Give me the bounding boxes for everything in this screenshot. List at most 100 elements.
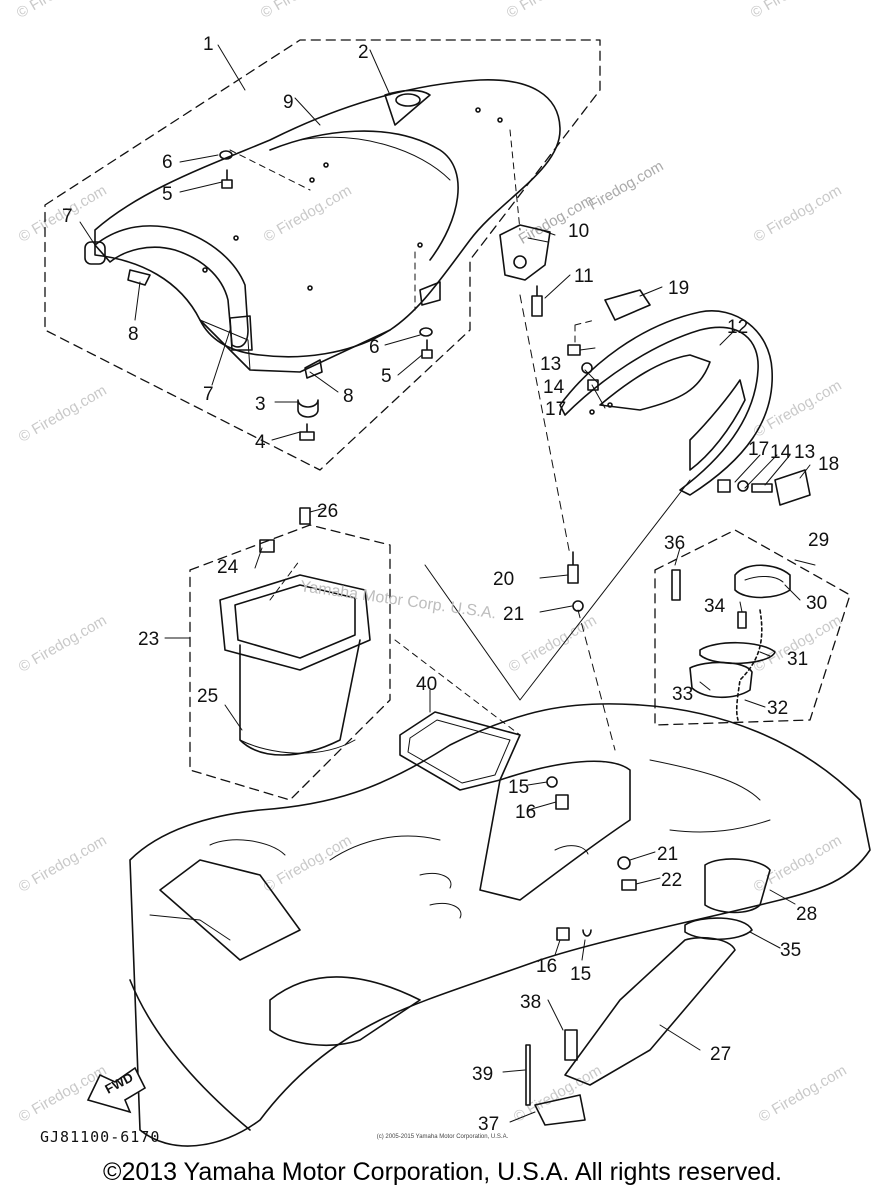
washer-21b bbox=[617, 856, 631, 870]
callout-4: 4 bbox=[255, 432, 266, 453]
callout-33: 33 bbox=[672, 684, 693, 705]
neck-28 bbox=[704, 858, 771, 914]
washer-21 bbox=[572, 600, 584, 612]
bolt-26 bbox=[299, 507, 311, 525]
callout-12: 12 bbox=[727, 317, 748, 338]
callout-28: 28 bbox=[796, 904, 817, 925]
bolt-38 bbox=[564, 1029, 578, 1061]
callout-17: 17 bbox=[748, 439, 769, 460]
callout-1: 1 bbox=[203, 34, 214, 55]
ring-33 bbox=[689, 661, 753, 699]
nut-16b bbox=[556, 927, 570, 941]
screw-36 bbox=[671, 569, 681, 601]
callout-20: 20 bbox=[493, 569, 514, 590]
cap-3 bbox=[297, 399, 319, 418]
callout-16: 16 bbox=[515, 802, 536, 823]
callout-3: 3 bbox=[255, 394, 266, 415]
callout-34: 34 bbox=[704, 596, 726, 617]
callout-40: 40 bbox=[416, 674, 437, 695]
nut-16 bbox=[555, 794, 569, 810]
storage-group-outline bbox=[189, 524, 391, 801]
callout-36: 36 bbox=[664, 533, 685, 554]
callout-6: 6 bbox=[369, 337, 380, 358]
washer-6 bbox=[219, 150, 233, 160]
seat-group-outline bbox=[44, 39, 601, 471]
callout-21: 21 bbox=[657, 844, 678, 865]
copyright-notice: ©2013 Yamaha Motor Corporation, U.S.A. A… bbox=[103, 1158, 782, 1186]
clip-19 bbox=[604, 289, 651, 321]
callout-15: 15 bbox=[570, 964, 591, 985]
washer-6b bbox=[419, 327, 433, 337]
bracket-37 bbox=[534, 1094, 586, 1126]
callout-7: 7 bbox=[203, 384, 214, 405]
callout-25: 25 bbox=[197, 686, 218, 707]
callout-2: 2 bbox=[358, 42, 369, 63]
callout-9: 9 bbox=[283, 92, 294, 113]
bolt-13 bbox=[567, 344, 581, 356]
callout-numbers: 1 2 9 6 5 7 8 7 3 4 8 6 5 10 11 19 12 13… bbox=[62, 34, 839, 1135]
screw-34 bbox=[737, 611, 747, 629]
callout-13: 13 bbox=[540, 354, 561, 375]
callout-14: 14 bbox=[770, 442, 792, 463]
cap-30 bbox=[734, 564, 791, 599]
callout-16: 16 bbox=[536, 956, 557, 977]
callout-35: 35 bbox=[780, 940, 801, 961]
callout-8: 8 bbox=[343, 386, 354, 407]
callout-6: 6 bbox=[162, 152, 173, 173]
callout-13: 13 bbox=[794, 442, 815, 463]
plug-24 bbox=[259, 539, 275, 553]
callout-29: 29 bbox=[808, 530, 829, 551]
hull-deck bbox=[129, 703, 871, 1147]
chain-32 bbox=[735, 609, 763, 721]
callout-10: 10 bbox=[568, 221, 589, 242]
callout-8: 8 bbox=[128, 324, 139, 345]
drawing-code: GJ81100-6170 bbox=[40, 1128, 161, 1146]
callout-23: 23 bbox=[138, 629, 159, 650]
screw-5b bbox=[421, 339, 433, 359]
washer-14 bbox=[581, 362, 593, 374]
washer-35 bbox=[684, 917, 753, 941]
cap-18 bbox=[774, 469, 811, 506]
bolt-11 bbox=[531, 285, 543, 317]
seat-assembly bbox=[84, 79, 561, 379]
clip-15b bbox=[582, 929, 592, 937]
callout-24: 24 bbox=[217, 557, 239, 578]
washer-15 bbox=[546, 776, 558, 788]
forward-arrow: FWD bbox=[86, 1066, 147, 1114]
callout-5: 5 bbox=[381, 366, 392, 387]
screw-4 bbox=[299, 423, 315, 441]
callout-19: 19 bbox=[668, 278, 689, 299]
callout-14: 14 bbox=[543, 377, 565, 398]
callout-15: 15 bbox=[508, 777, 529, 798]
callout-39: 39 bbox=[472, 1064, 493, 1085]
callout-5: 5 bbox=[162, 184, 173, 205]
callout-37: 37 bbox=[478, 1114, 499, 1135]
bracket-10 bbox=[499, 224, 551, 281]
callout-30: 30 bbox=[806, 593, 827, 614]
tiny-copyright: (c) 2005-2015 Yamaha Motor Corporation, … bbox=[376, 1134, 509, 1140]
seat-strap bbox=[94, 225, 249, 348]
storage-box-23 bbox=[219, 574, 371, 756]
bolt-13b bbox=[751, 483, 773, 493]
callout-7: 7 bbox=[62, 206, 73, 227]
grab-handle-12 bbox=[559, 310, 773, 496]
seal-40 bbox=[399, 711, 521, 791]
callout-31: 31 bbox=[787, 649, 808, 670]
screw-5 bbox=[221, 169, 233, 189]
callout-32: 32 bbox=[767, 698, 788, 719]
nut-22 bbox=[621, 879, 637, 891]
callout-17: 17 bbox=[545, 399, 566, 420]
callout-11: 11 bbox=[574, 266, 594, 287]
washer-14b bbox=[737, 480, 749, 492]
callout-27: 27 bbox=[710, 1044, 731, 1065]
filler-hose-27 bbox=[564, 936, 736, 1086]
callout-18: 18 bbox=[818, 454, 839, 475]
callout-26: 26 bbox=[317, 501, 338, 522]
ring-31 bbox=[699, 641, 776, 665]
fuel-cap-group-outline bbox=[654, 529, 851, 726]
collar-17b bbox=[717, 479, 731, 493]
callout-38: 38 bbox=[520, 992, 541, 1013]
callout-22: 22 bbox=[661, 870, 682, 891]
